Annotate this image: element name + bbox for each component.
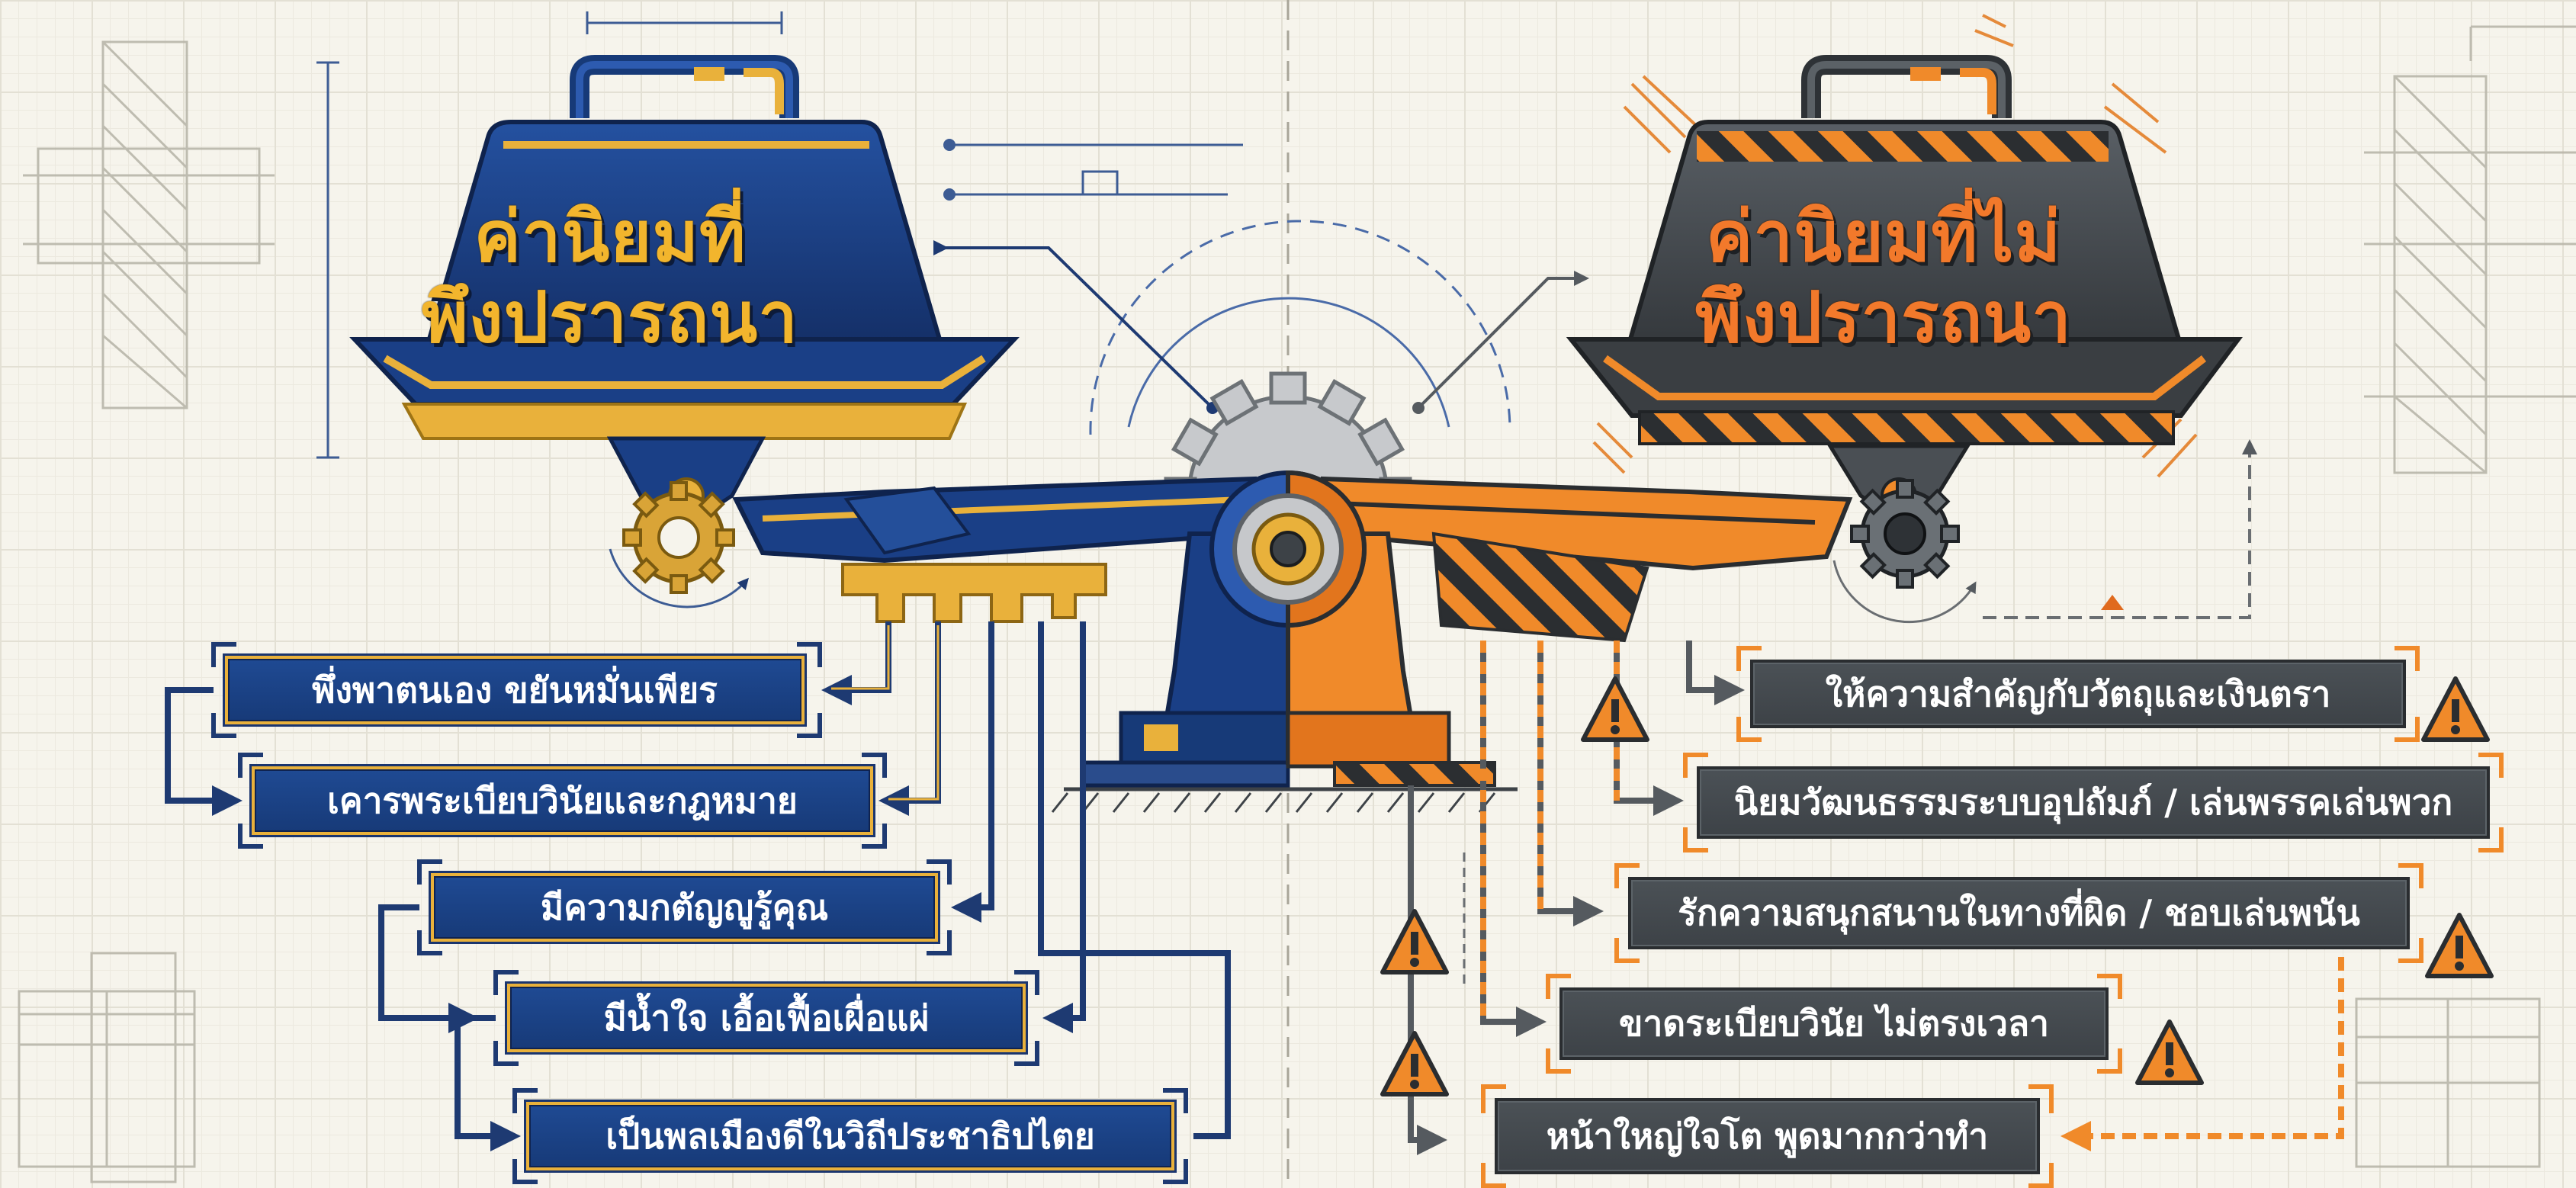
undesirable-value-1: ให้ความสำคัญกับวัตถุและเงินตรา bbox=[1750, 660, 2406, 728]
undesirable-value-5: หน้าใหญ่ใจโต พูดมากกว่าทำ bbox=[1495, 1098, 2040, 1174]
connectors-right bbox=[1408, 641, 2344, 1155]
gear-icon-left bbox=[622, 481, 735, 594]
blueprint-decor-right bbox=[2355, 25, 2576, 1168]
desirable-value-5: เป็นพลเมืองดีในวิถีประชาธิปไตย bbox=[526, 1102, 1174, 1170]
undesirable-values-title: ค่านิยมที่ไม่ พึงปรารถนา bbox=[1624, 197, 2143, 358]
desirable-title-line1: ค่านิยมที่ bbox=[474, 196, 747, 278]
warning-icon bbox=[1581, 676, 1649, 742]
dimension-lines bbox=[316, 11, 1243, 459]
undesirable-value-3: รักความสนุกสนานในทางที่ผิด / ชอบเล่นพนัน bbox=[1628, 877, 2410, 949]
desirable-value-2: เคารพระเบียบวินัยและกฎหมาย bbox=[252, 766, 873, 835]
desirable-title-line2: พึงปรารถนา bbox=[422, 276, 798, 358]
weight-undesirable bbox=[1566, 55, 2243, 525]
desirable-values-title: ค่านิยมที่ พึงปรารถนา bbox=[366, 197, 854, 358]
warning-icon bbox=[1380, 1031, 1449, 1096]
undesirable-value-2: นิยมวัฒนธรรมระบบอุปถัมภ์ / เล่นพรรคเล่นพ… bbox=[1697, 766, 2490, 839]
undesirable-value-4: ขาดระเบียบวินัย ไม่ตรงเวลา bbox=[1559, 987, 2109, 1060]
gear-icon-right bbox=[1850, 479, 1960, 589]
desirable-value-1: พึ่งพาตนเอง ขยันหมั่นเพียร bbox=[225, 656, 805, 724]
desirable-value-3: มีความกตัญญูรู้คุณ bbox=[431, 873, 938, 942]
undesirable-title-line2: พึงปรารถนา bbox=[1695, 276, 2072, 358]
blueprint-decor-left bbox=[18, 40, 275, 1183]
beam-left bbox=[732, 476, 1257, 563]
warning-icon bbox=[2421, 676, 2490, 742]
warning-icon bbox=[2135, 1019, 2204, 1085]
undesirable-title-line1: ค่านิยมที่ไม่ bbox=[1705, 196, 2062, 278]
bracket-corners bbox=[1481, 646, 2504, 1188]
desirable-value-4: มีน้ำใจ เอื้อเฟื้อเผื่อแผ่ bbox=[507, 984, 1026, 1052]
warning-icon bbox=[1380, 909, 1449, 974]
warning-icon bbox=[2425, 913, 2494, 978]
beam-right bbox=[1321, 476, 1853, 571]
